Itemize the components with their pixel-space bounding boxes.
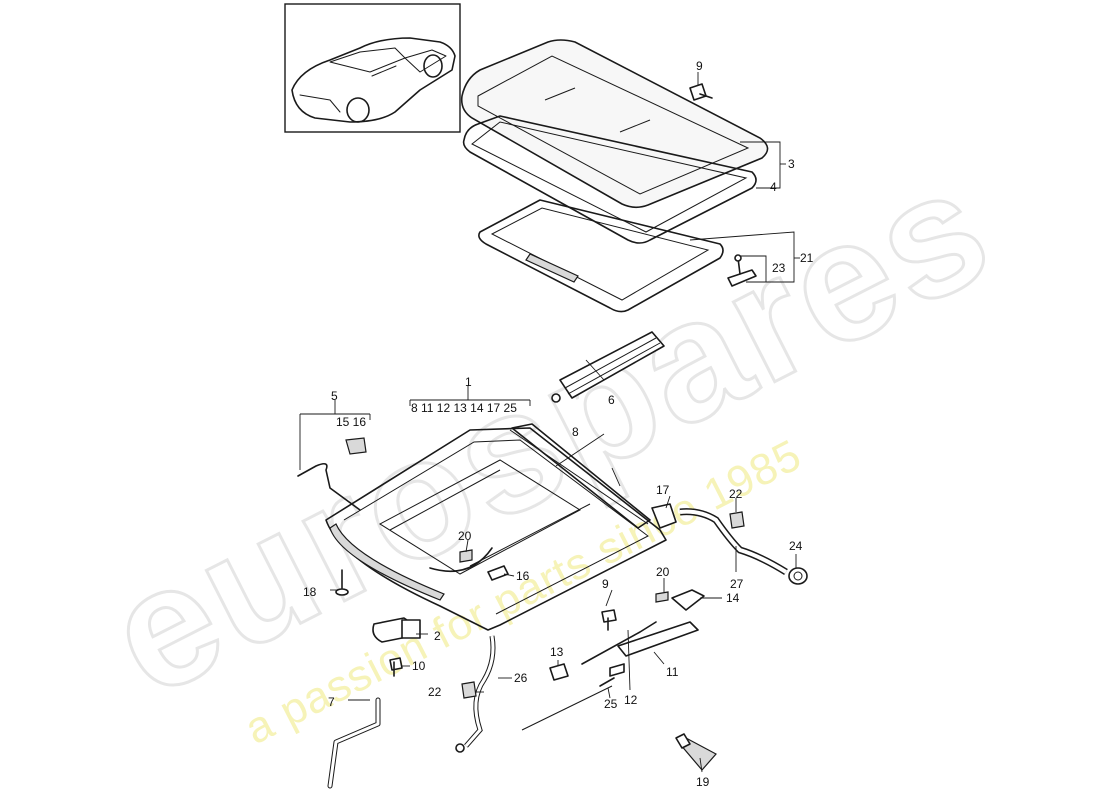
connector-17[interactable] [651, 503, 677, 529]
part-13[interactable] [549, 663, 569, 681]
callout-21: 21 [800, 251, 814, 265]
cover-11[interactable] [617, 621, 699, 657]
callout-3: 3 [788, 157, 795, 171]
bracket-23[interactable] [727, 254, 757, 287]
bolt-9-top[interactable] [689, 83, 713, 101]
callout-14: 14 [726, 591, 740, 605]
drain-hose-26[interactable] [455, 635, 496, 753]
car-thumbnail-icon [291, 37, 456, 123]
grease-tube-19[interactable] [675, 733, 717, 771]
callout-6: 6 [608, 393, 615, 407]
callout-20-left: 20 [458, 529, 472, 543]
callout-22-right: 22 [729, 487, 743, 501]
callout-9-top: 9 [696, 59, 703, 73]
callout-5: 5 [331, 389, 338, 403]
drain-hose-7[interactable] [327, 697, 381, 789]
callout-24: 24 [789, 539, 803, 553]
callout-27: 27 [730, 577, 744, 591]
panel-frame[interactable] [478, 199, 724, 313]
callout-leaders [299, 72, 800, 773]
sunroof-main-frame[interactable] [325, 427, 667, 631]
drive-motor[interactable] [372, 617, 421, 643]
callout-17: 17 [656, 483, 670, 497]
callout-2: 2 [434, 629, 441, 643]
lever-12[interactable] [581, 621, 657, 687]
callout-26: 26 [514, 671, 528, 685]
callout-18: 18 [303, 585, 317, 599]
guide-rail[interactable] [551, 331, 665, 403]
bolt-10[interactable] [389, 657, 403, 677]
callout-16: 16 [516, 569, 530, 583]
callout-1: 1 [465, 375, 472, 389]
callout-1-subparts: 8 11 12 13 14 17 25 [411, 401, 517, 415]
callout-22-left: 22 [428, 685, 442, 699]
callout-9-bottom: 9 [602, 577, 609, 591]
clip-22-left[interactable] [461, 681, 477, 699]
watermark: eurospares a passion for parts since 198… [79, 128, 1021, 754]
bolt-9-bottom[interactable] [601, 609, 617, 631]
small-parts-left[interactable] [429, 547, 509, 581]
watermark-brand: eurospares [81, 129, 1020, 733]
callout-25: 25 [604, 697, 618, 711]
callout-5-subparts: 15 16 [336, 415, 366, 429]
callout-10: 10 [412, 659, 426, 673]
cable-25[interactable] [521, 685, 613, 731]
callout-8: 8 [572, 425, 579, 439]
callout-20-right: 20 [656, 565, 670, 579]
seal-frame[interactable] [462, 115, 757, 244]
clip-22-right[interactable] [729, 511, 745, 529]
car-thumbnail[interactable] [284, 3, 461, 133]
callout-numbers: 9 3 4 21 23 1 8 11 12 13 14 17 25 5 15 1… [303, 59, 814, 789]
callout-23: 23 [772, 261, 786, 275]
drain-hose-27[interactable] [679, 508, 788, 575]
front-rail-8[interactable] [511, 423, 651, 529]
callout-11: 11 [666, 665, 679, 679]
bracket-14[interactable] [655, 589, 705, 611]
callout-13: 13 [550, 645, 564, 659]
grommet-24[interactable] [788, 567, 808, 585]
callout-7: 7 [328, 695, 335, 709]
bolt-18[interactable] [335, 569, 349, 596]
callout-19: 19 [696, 775, 710, 789]
cable-5[interactable] [297, 437, 367, 511]
callout-4: 4 [770, 180, 777, 194]
callout-12: 12 [624, 693, 638, 707]
